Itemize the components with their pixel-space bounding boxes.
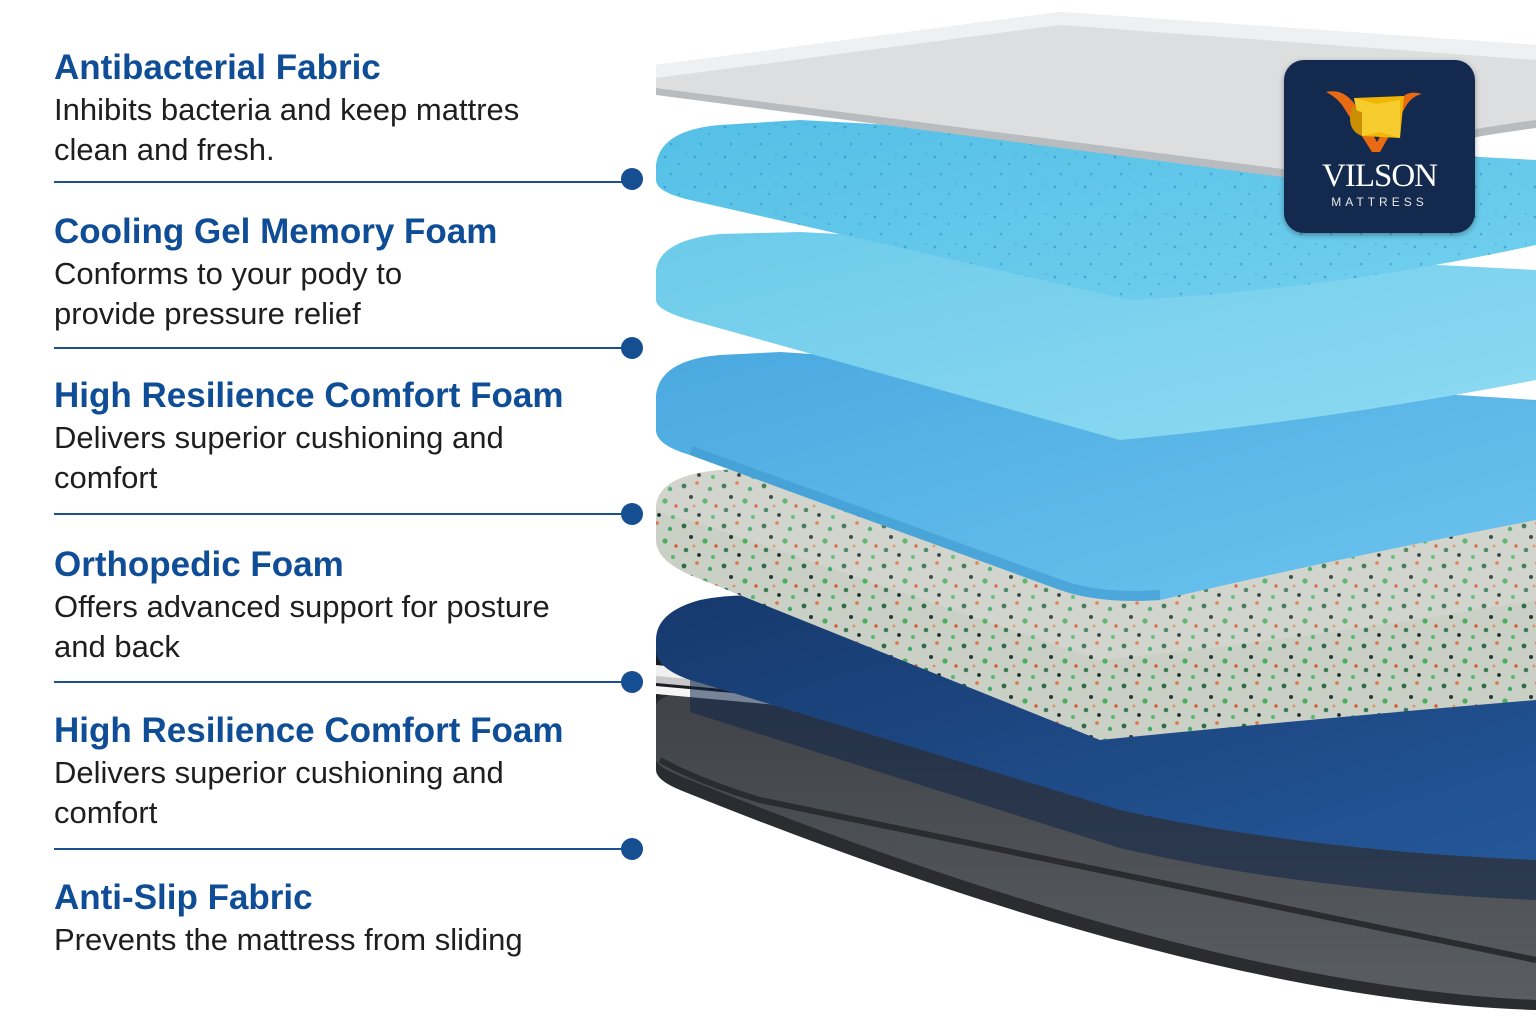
connector-dot (621, 337, 643, 359)
layer-title: Cooling Gel Memory Foam (54, 212, 498, 251)
connector-dot (621, 168, 643, 190)
v-emblem-icon (1326, 91, 1422, 152)
layer-antibacterial-fabric: Antibacterial Fabric Inhibits bacteria a… (54, 48, 644, 170)
layer-cooling-gel-memory-foam: Cooling Gel Memory Foam Conforms to your… (54, 212, 644, 334)
layer-high-resilience-comfort-foam-2: High Resilience Comfort Foam Delivers su… (54, 711, 644, 833)
brand-name: VILSON (1322, 158, 1438, 194)
layer-anti-slip-fabric: Anti-Slip Fabric Prevents the mattress f… (54, 878, 644, 960)
layer-description: Delivers superior cushioning and comfort (54, 755, 504, 830)
connector-line (54, 181, 632, 183)
connector-line (54, 848, 632, 850)
brand-logo-badge: VILSON MATTRESS (1284, 60, 1475, 233)
layer-description: Prevents the mattress from sliding (54, 922, 523, 957)
layer-description: Delivers superior cushioning and comfort (54, 420, 504, 495)
layer-title: High Resilience Comfort Foam (54, 711, 564, 750)
comfort-foam-blue-1 (656, 232, 1536, 440)
layer-description: Conforms to your pody to provide pressur… (54, 256, 403, 331)
layer-description: Offers advanced support for posture and … (54, 589, 550, 664)
connector-line (54, 681, 632, 683)
brand-subtitle: MATTRESS (1331, 195, 1428, 209)
connector-line (54, 347, 632, 349)
layer-title: Antibacterial Fabric (54, 48, 381, 87)
connector-line (54, 513, 632, 515)
layer-description: Inhibits bacteria and keep mattres clean… (54, 92, 520, 167)
connector-dot (621, 503, 643, 525)
layer-title: Orthopedic Foam (54, 545, 344, 584)
mattress-layers-illustration (656, 12, 1536, 1010)
layer-orthopedic-foam: Orthopedic Foam Offers advanced support … (54, 545, 644, 667)
layer-high-resilience-comfort-foam: High Resilience Comfort Foam Delivers su… (54, 376, 644, 498)
connector-dot (621, 671, 643, 693)
connector-dot (621, 838, 643, 860)
layer-title: High Resilience Comfort Foam (54, 376, 564, 415)
layer-title: Anti-Slip Fabric (54, 878, 313, 917)
